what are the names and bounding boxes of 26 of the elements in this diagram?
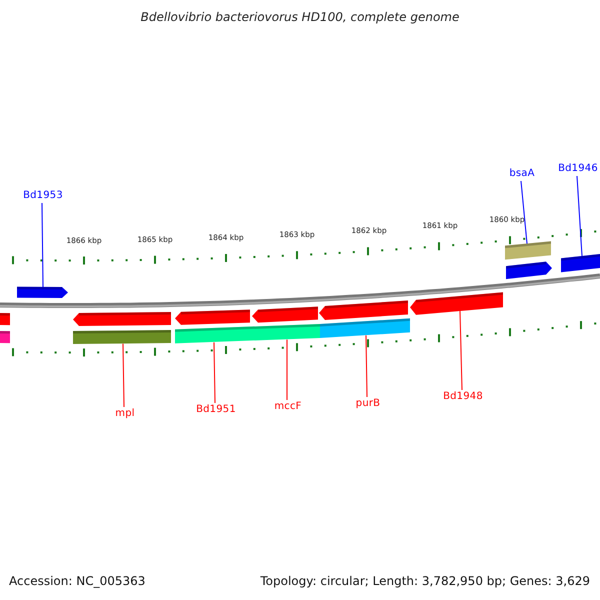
gene-label: bsaA: [509, 169, 535, 179]
gene-feature: [505, 241, 551, 260]
gene-feature: [410, 292, 503, 315]
gene-feature: [561, 254, 600, 272]
gene-label: Bd1951: [196, 405, 236, 415]
gene-label: mccF: [274, 402, 302, 412]
gene-feature: [175, 324, 320, 344]
footer-text: Accession: NC_005363: [9, 575, 146, 587]
leader-line: [460, 310, 462, 390]
leader-line: [576, 176, 582, 256]
leader-line: [366, 334, 368, 398]
gene-feature: [73, 330, 171, 344]
leader-line: [214, 342, 216, 404]
gene-label: Bd1946: [558, 164, 598, 174]
leader-line: [286, 339, 288, 400]
gene-label: purB: [356, 399, 380, 409]
leader-line: [520, 180, 528, 244]
gene-feature: [17, 286, 68, 298]
gene-label: mpl: [115, 409, 135, 419]
leader-line: [42, 202, 44, 288]
leader-line: [122, 343, 124, 408]
title: Bdellovibrio bacteriovorus HD100, complete genome: [140, 11, 460, 23]
gene-feature: [320, 318, 410, 338]
footer-text: Topology: circular; Length: 3,782,950 bp; Genes: 3,629: [260, 575, 590, 587]
gene-label: Bd1948: [443, 392, 483, 402]
gene-label: Bd1953: [23, 191, 63, 201]
